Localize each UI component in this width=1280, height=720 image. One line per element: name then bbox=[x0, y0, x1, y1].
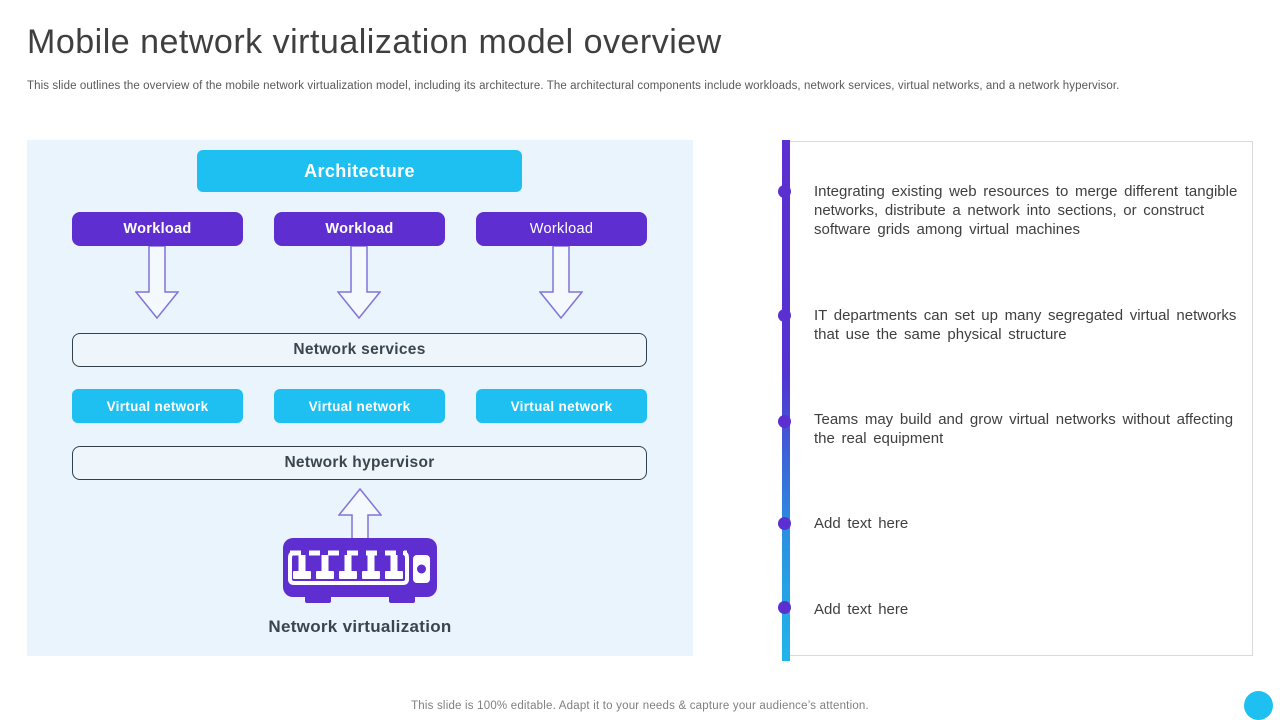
timeline-dot bbox=[778, 415, 791, 428]
virtual-network-box-2: Virtual network bbox=[274, 389, 445, 423]
workload-box-2: Workload bbox=[274, 212, 445, 246]
timeline-dot bbox=[778, 185, 791, 198]
timeline-panel: Integrating existing web resources to me… bbox=[778, 140, 1256, 661]
network-virtualization-label: Network virtualization bbox=[268, 617, 452, 636]
timeline-dot bbox=[778, 601, 791, 614]
timeline-item-text: IT departments can set up many segregate… bbox=[814, 307, 1237, 343]
network-services-box: Network services bbox=[72, 333, 647, 367]
up-arrow-icon bbox=[338, 488, 382, 540]
timeline-border-box bbox=[789, 141, 1253, 656]
slide-subtitle: This slide outlines the overview of the … bbox=[27, 80, 1120, 92]
virtual-network-box-1: Virtual network bbox=[72, 389, 243, 423]
architecture-box: Architecture bbox=[197, 150, 522, 192]
down-arrow-icon bbox=[135, 246, 179, 319]
timeline-placeholder-text[interactable]: Add text here bbox=[814, 515, 909, 532]
timeline-gradient-line bbox=[782, 140, 790, 661]
workload-box-3: Workload bbox=[476, 212, 647, 246]
timeline-item-text: Teams may build and grow virtual network… bbox=[814, 411, 1234, 447]
architecture-diagram-panel: Architecture Workload Workload Workload … bbox=[27, 140, 693, 656]
network-hypervisor-box: Network hypervisor bbox=[72, 446, 647, 480]
slide-footer-note: This slide is 100% editable. Adapt it to… bbox=[411, 700, 869, 712]
workload-box-1: Workload bbox=[72, 212, 243, 246]
corner-accent-dot bbox=[1244, 691, 1273, 720]
timeline-item-text: Integrating existing web resources to me… bbox=[814, 183, 1238, 238]
timeline-dot bbox=[778, 517, 791, 530]
page-title: Mobile network virtualization model over… bbox=[27, 23, 722, 61]
timeline-dot bbox=[778, 309, 791, 322]
virtual-network-box-3: Virtual network bbox=[476, 389, 647, 423]
down-arrow-icon bbox=[337, 246, 381, 319]
timeline-placeholder-text[interactable]: Add text here bbox=[814, 601, 909, 618]
down-arrow-icon bbox=[539, 246, 583, 319]
network-switch-icon bbox=[283, 538, 437, 603]
